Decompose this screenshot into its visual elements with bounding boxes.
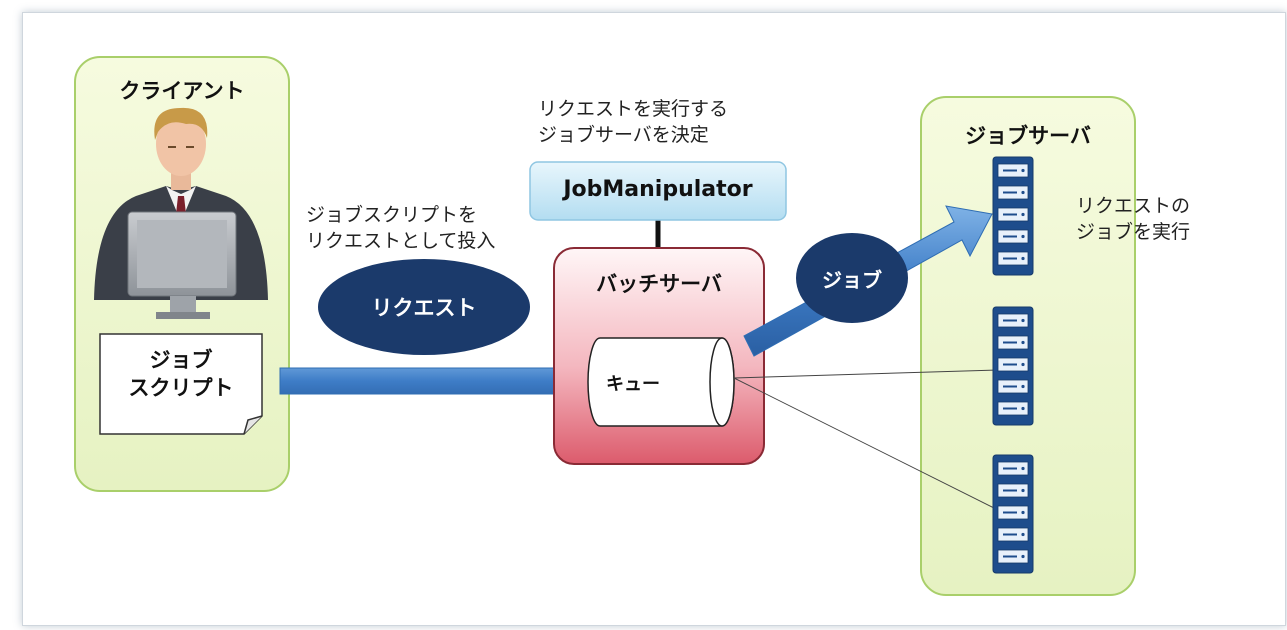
job-server-caption-line2: ジョブを実行 xyxy=(1076,221,1191,243)
dispatch-lines xyxy=(733,369,999,511)
job-script-label-line2: スクリプト xyxy=(128,376,234,400)
request-ellipse xyxy=(318,259,530,355)
server-rack-icon xyxy=(992,454,1034,574)
job-manipulator-label: JobManipulator xyxy=(563,177,753,202)
queue-cylinder xyxy=(587,337,735,427)
user-at-computer-icon xyxy=(94,107,268,319)
batch-server-title: バッチサーバ xyxy=(596,272,722,296)
queue-label: キュー xyxy=(606,374,660,395)
manipulator-caption-line2: ジョブサーバを決定 xyxy=(538,124,709,146)
job-server-caption-line1: リクエストの xyxy=(1076,195,1191,217)
submit-arrow xyxy=(279,354,593,408)
request-label: リクエスト xyxy=(371,296,477,320)
server-rack-icon xyxy=(992,306,1034,426)
job-script-label-line1: ジョブ xyxy=(149,348,213,372)
manipulator-caption-line1: リクエストを実行する xyxy=(538,98,729,120)
job-script-document xyxy=(99,333,263,435)
job-label: ジョブ xyxy=(822,267,882,292)
submit-caption-line1: ジョブスクリプトを xyxy=(306,204,478,226)
server-rack-icon xyxy=(992,156,1034,276)
client-title: クライアント xyxy=(119,79,245,103)
job-manipulator-box xyxy=(529,161,787,221)
submit-caption-line2: リクエストとして投入 xyxy=(306,230,496,252)
job-server-title: ジョブサーバ xyxy=(965,124,1091,148)
job-ellipse xyxy=(796,233,908,323)
